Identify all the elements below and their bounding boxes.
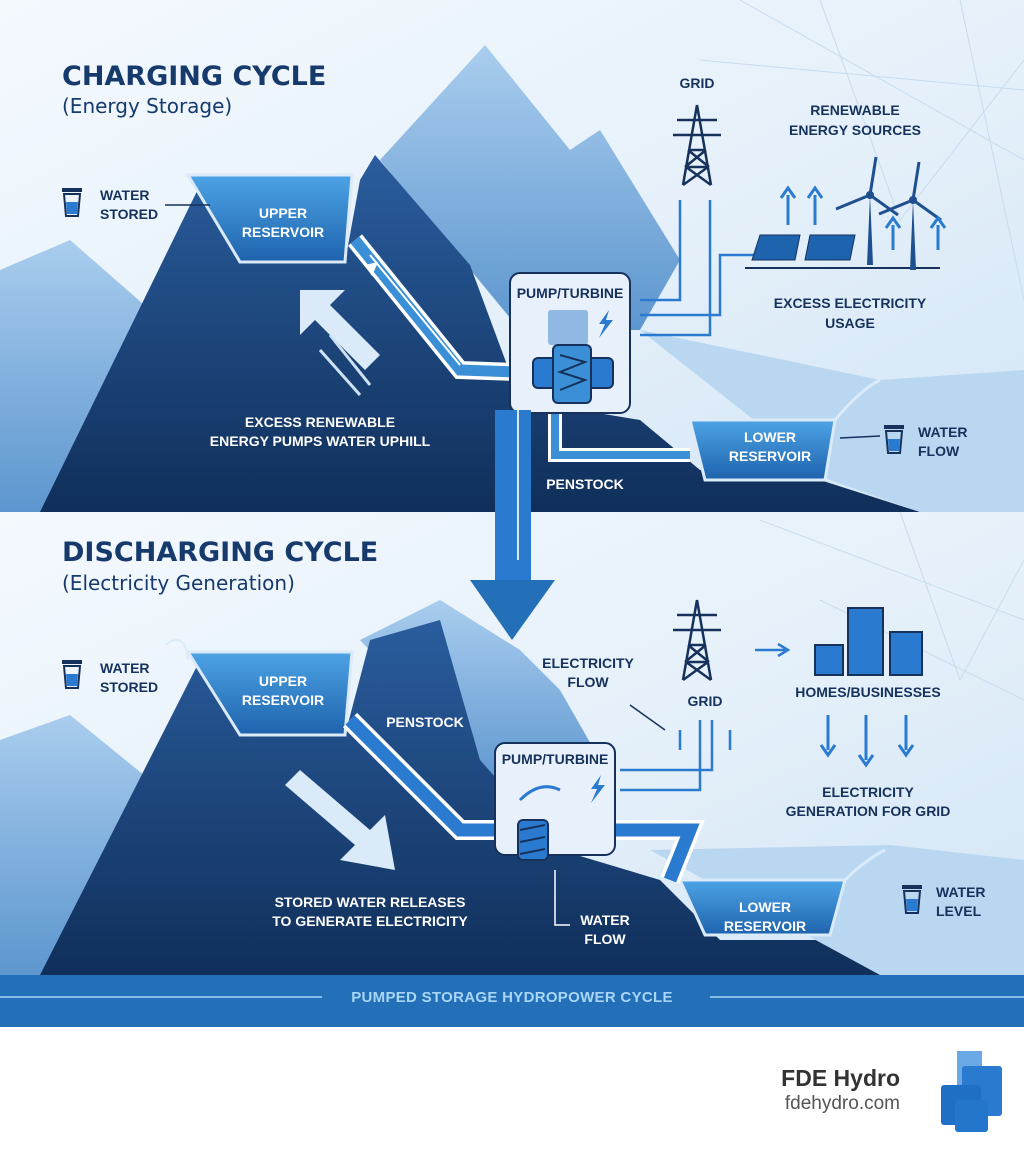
grid-arrows: [640, 200, 760, 337]
upper-reservoir-label: RESERVOIR: [242, 692, 324, 708]
network-decoration: [699, 0, 1024, 301]
upper-reservoir-label: RESERVOIR: [242, 224, 324, 240]
banner-title: PUMPED STORAGE HYDROPOWER CYCLE: [351, 989, 673, 1006]
lower-reservoir: [677, 878, 847, 937]
lower-reservoir-label: RESERVOIR: [729, 448, 811, 464]
upper-reservoir: [185, 173, 354, 264]
solar-panel-icon: [745, 234, 940, 269]
pump-turbine-box: PUMP/TURBINE: [494, 742, 616, 861]
brand-name: FDE Hydro: [781, 1065, 900, 1091]
discharging-title: DISCHARGING CYCLE: [62, 537, 378, 568]
penstock-pipe: [347, 234, 690, 462]
water-flow-label: FLOW: [584, 931, 626, 947]
generation-label: GENERATION FOR GRID: [786, 803, 951, 819]
upper-reservoir-label: UPPER: [259, 673, 307, 689]
water-flow-label: WATER: [918, 424, 968, 440]
stored-release-label: STORED WATER RELEASES: [275, 894, 466, 910]
pump-turbine-box: PUMP/TURBINE: [509, 272, 631, 414]
homes-label: HOMES/BUSINESSES: [795, 684, 940, 700]
water-level-label: WATER: [936, 884, 986, 900]
water-level-label: LEVEL: [936, 903, 982, 919]
water-flow-label: WATER: [580, 912, 630, 928]
charging-title: CHARGING CYCLE: [62, 61, 326, 92]
charging-subtitle: (Energy Storage): [62, 94, 232, 118]
grid-label: GRID: [680, 75, 715, 91]
downhill-arrow-icon: [285, 770, 395, 870]
down-arrows-icon: [819, 715, 915, 768]
renewable-label: ENERGY SOURCES: [789, 122, 921, 138]
buildings-icon: [814, 607, 923, 676]
lower-reservoir-label: LOWER: [739, 899, 791, 915]
lower-reservoir-label: LOWER: [744, 429, 796, 445]
water-flow-label: FLOW: [918, 443, 960, 459]
excess-renewable-label: ENERGY PUMPS WATER UPHILL: [210, 433, 431, 449]
excess-renewable-label: EXCESS RENEWABLE: [245, 414, 395, 430]
water-stored-label: WATER: [100, 187, 150, 203]
grid-arrows: [620, 642, 791, 792]
lower-reservoir: [688, 418, 837, 482]
electricity-flow-label: ELECTRICITY: [542, 655, 634, 671]
upper-reservoir-label: UPPER: [259, 205, 307, 221]
water-stored-label: WATER: [100, 660, 150, 676]
footer-banner: [0, 975, 1024, 1027]
cycle-down-arrow-icon: [470, 410, 555, 640]
pump-turbine-label: PUMP/TURBINE: [502, 751, 609, 767]
discharging-subtitle: (Electricity Generation): [62, 571, 295, 595]
renewable-label: RENEWABLE: [810, 102, 899, 118]
grid-label: GRID: [688, 693, 723, 709]
electricity-flow-label: FLOW: [567, 674, 609, 690]
upper-reservoir: [185, 650, 354, 737]
water-stored-label: STORED: [100, 206, 158, 222]
brand-url[interactable]: fdehydro.com: [785, 1093, 900, 1114]
lower-reservoir-label: RESERVOIR: [724, 918, 806, 934]
water-stored-label: STORED: [100, 679, 158, 695]
excess-usage-label: EXCESS ELECTRICITY: [774, 295, 927, 311]
up-arrows-icon: [779, 185, 947, 250]
penstock-label: PENSTOCK: [546, 476, 624, 492]
stored-release-label: TO GENERATE ELECTRICITY: [272, 913, 468, 929]
generation-label: ELECTRICITY: [822, 784, 914, 800]
pump-turbine-label: PUMP/TURBINE: [517, 285, 624, 301]
excess-usage-label: USAGE: [825, 315, 875, 331]
penstock-label: PENSTOCK: [386, 714, 464, 730]
uphill-arrow-icon: [300, 290, 380, 396]
rotation-arrow-icon: [518, 785, 561, 802]
fde-hydro-logo: [941, 1051, 1002, 1132]
